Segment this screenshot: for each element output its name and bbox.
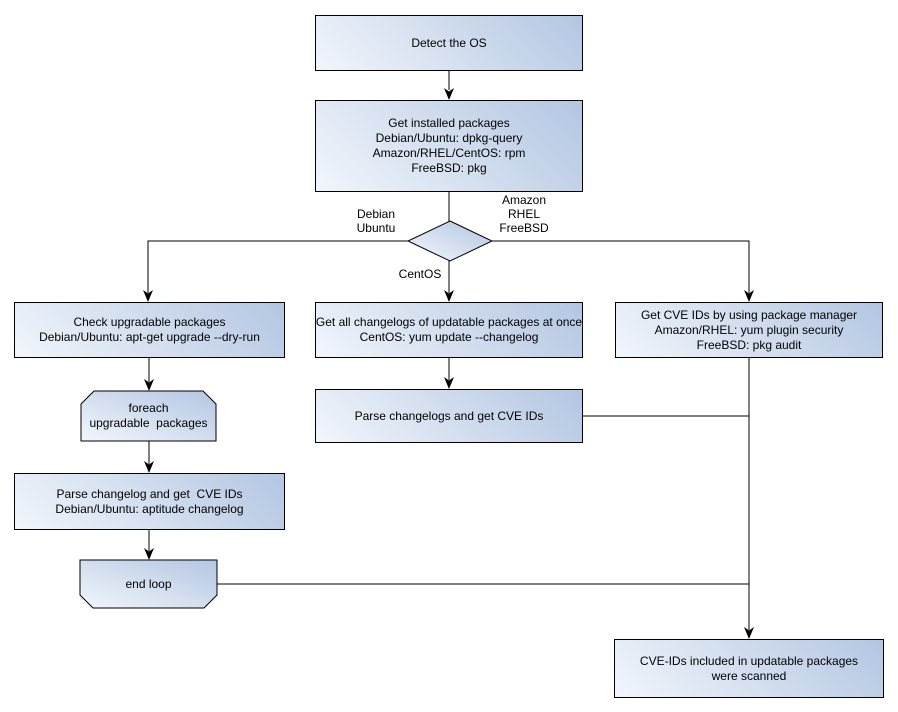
arrowheads (143, 88, 754, 639)
node-foreach-loop-label: foreach upgradable packages (89, 401, 208, 430)
arrowhead-into-foreach (144, 379, 154, 391)
node-detect-os-label: Detect the OS (411, 35, 487, 50)
arrowhead-into-get-cve (744, 290, 754, 302)
foreach-loop-shape (80, 390, 217, 442)
node-parse-changelogs-centos-label: Parse changelogs and get CVE IDs (354, 408, 544, 423)
arrowhead-into-result (744, 627, 754, 639)
node-end-loop-label: end loop (125, 576, 172, 591)
node-get-installed-packages: Get installed packages Debian/Ubuntu: dp… (315, 100, 583, 192)
node-result: CVE-IDs included in updatable packages w… (614, 639, 884, 698)
arrowhead-into-parse-changelog (144, 461, 154, 473)
node-parse-changelogs-centos: Parse changelogs and get CVE IDs (315, 389, 583, 443)
edge-label-amazon-rhel-freebsd: Amazon RHEL FreeBSD (499, 193, 549, 235)
node-detect-os: Detect the OS (315, 15, 583, 71)
node-get-cve-pkg-manager: Get CVE IDs by using package manager Ama… (615, 302, 883, 358)
node-foreach-loop: foreach upgradable packages (81, 391, 216, 441)
node-check-upgradable-label: Check upgradable packages Debian/Ubuntu:… (39, 315, 260, 344)
arrowhead-into-get-changelogs (444, 290, 454, 302)
arrowhead-into-check-upgradable (143, 290, 153, 302)
edge-label-debian-ubuntu: Debian Ubuntu (356, 207, 396, 235)
arrowhead-into-endloop (144, 548, 154, 560)
connector-decision-to-check-upgradable (147, 240, 408, 293)
node-parse-changelog-debian-label: Parse changelog and get CVE IDs Debian/U… (55, 486, 244, 516)
end-loop-shape (79, 559, 218, 609)
node-result-label: CVE-IDs included in updatable packages w… (639, 653, 859, 683)
connectors (147, 71, 750, 630)
arrowhead-into-parse-changelogs (444, 377, 454, 389)
node-get-installed-packages-label: Get installed packages Debian/Ubuntu: dp… (372, 116, 526, 175)
node-get-cve-pkg-manager-label: Get CVE IDs by using package manager Ama… (640, 307, 858, 352)
edge-label-centos: CentOS (398, 267, 442, 281)
os-decision-diamond (406, 220, 494, 262)
node-parse-changelog-debian: Parse changelog and get CVE IDs Debian/U… (14, 473, 285, 530)
connector-decision-to-get-cve (492, 240, 750, 293)
node-check-upgradable: Check upgradable packages Debian/Ubuntu:… (14, 302, 285, 358)
node-get-changelogs-centos-label: Get all changelogs of updatable packages… (315, 315, 583, 344)
arrowhead-into-installed (444, 88, 454, 100)
node-end-loop: end loop (80, 560, 217, 608)
node-get-changelogs-centos: Get all changelogs of updatable packages… (315, 302, 583, 358)
